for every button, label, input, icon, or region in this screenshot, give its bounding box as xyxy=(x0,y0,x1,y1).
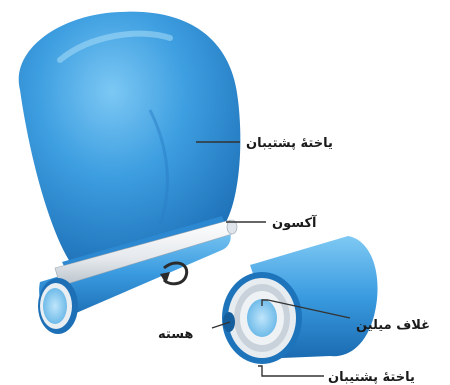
label-axon: آکسون xyxy=(272,214,317,231)
label-support-cell-top: یاختهٔ پشتیبان xyxy=(246,136,333,151)
label-nucleus: هسته xyxy=(158,327,193,342)
axon-cut-end xyxy=(38,278,78,334)
label-support-cell-bottom: یاختهٔ پشتیبان xyxy=(328,370,415,385)
label-myelin-sheath: غلاف میلین xyxy=(356,318,430,333)
cross-section xyxy=(222,236,378,364)
